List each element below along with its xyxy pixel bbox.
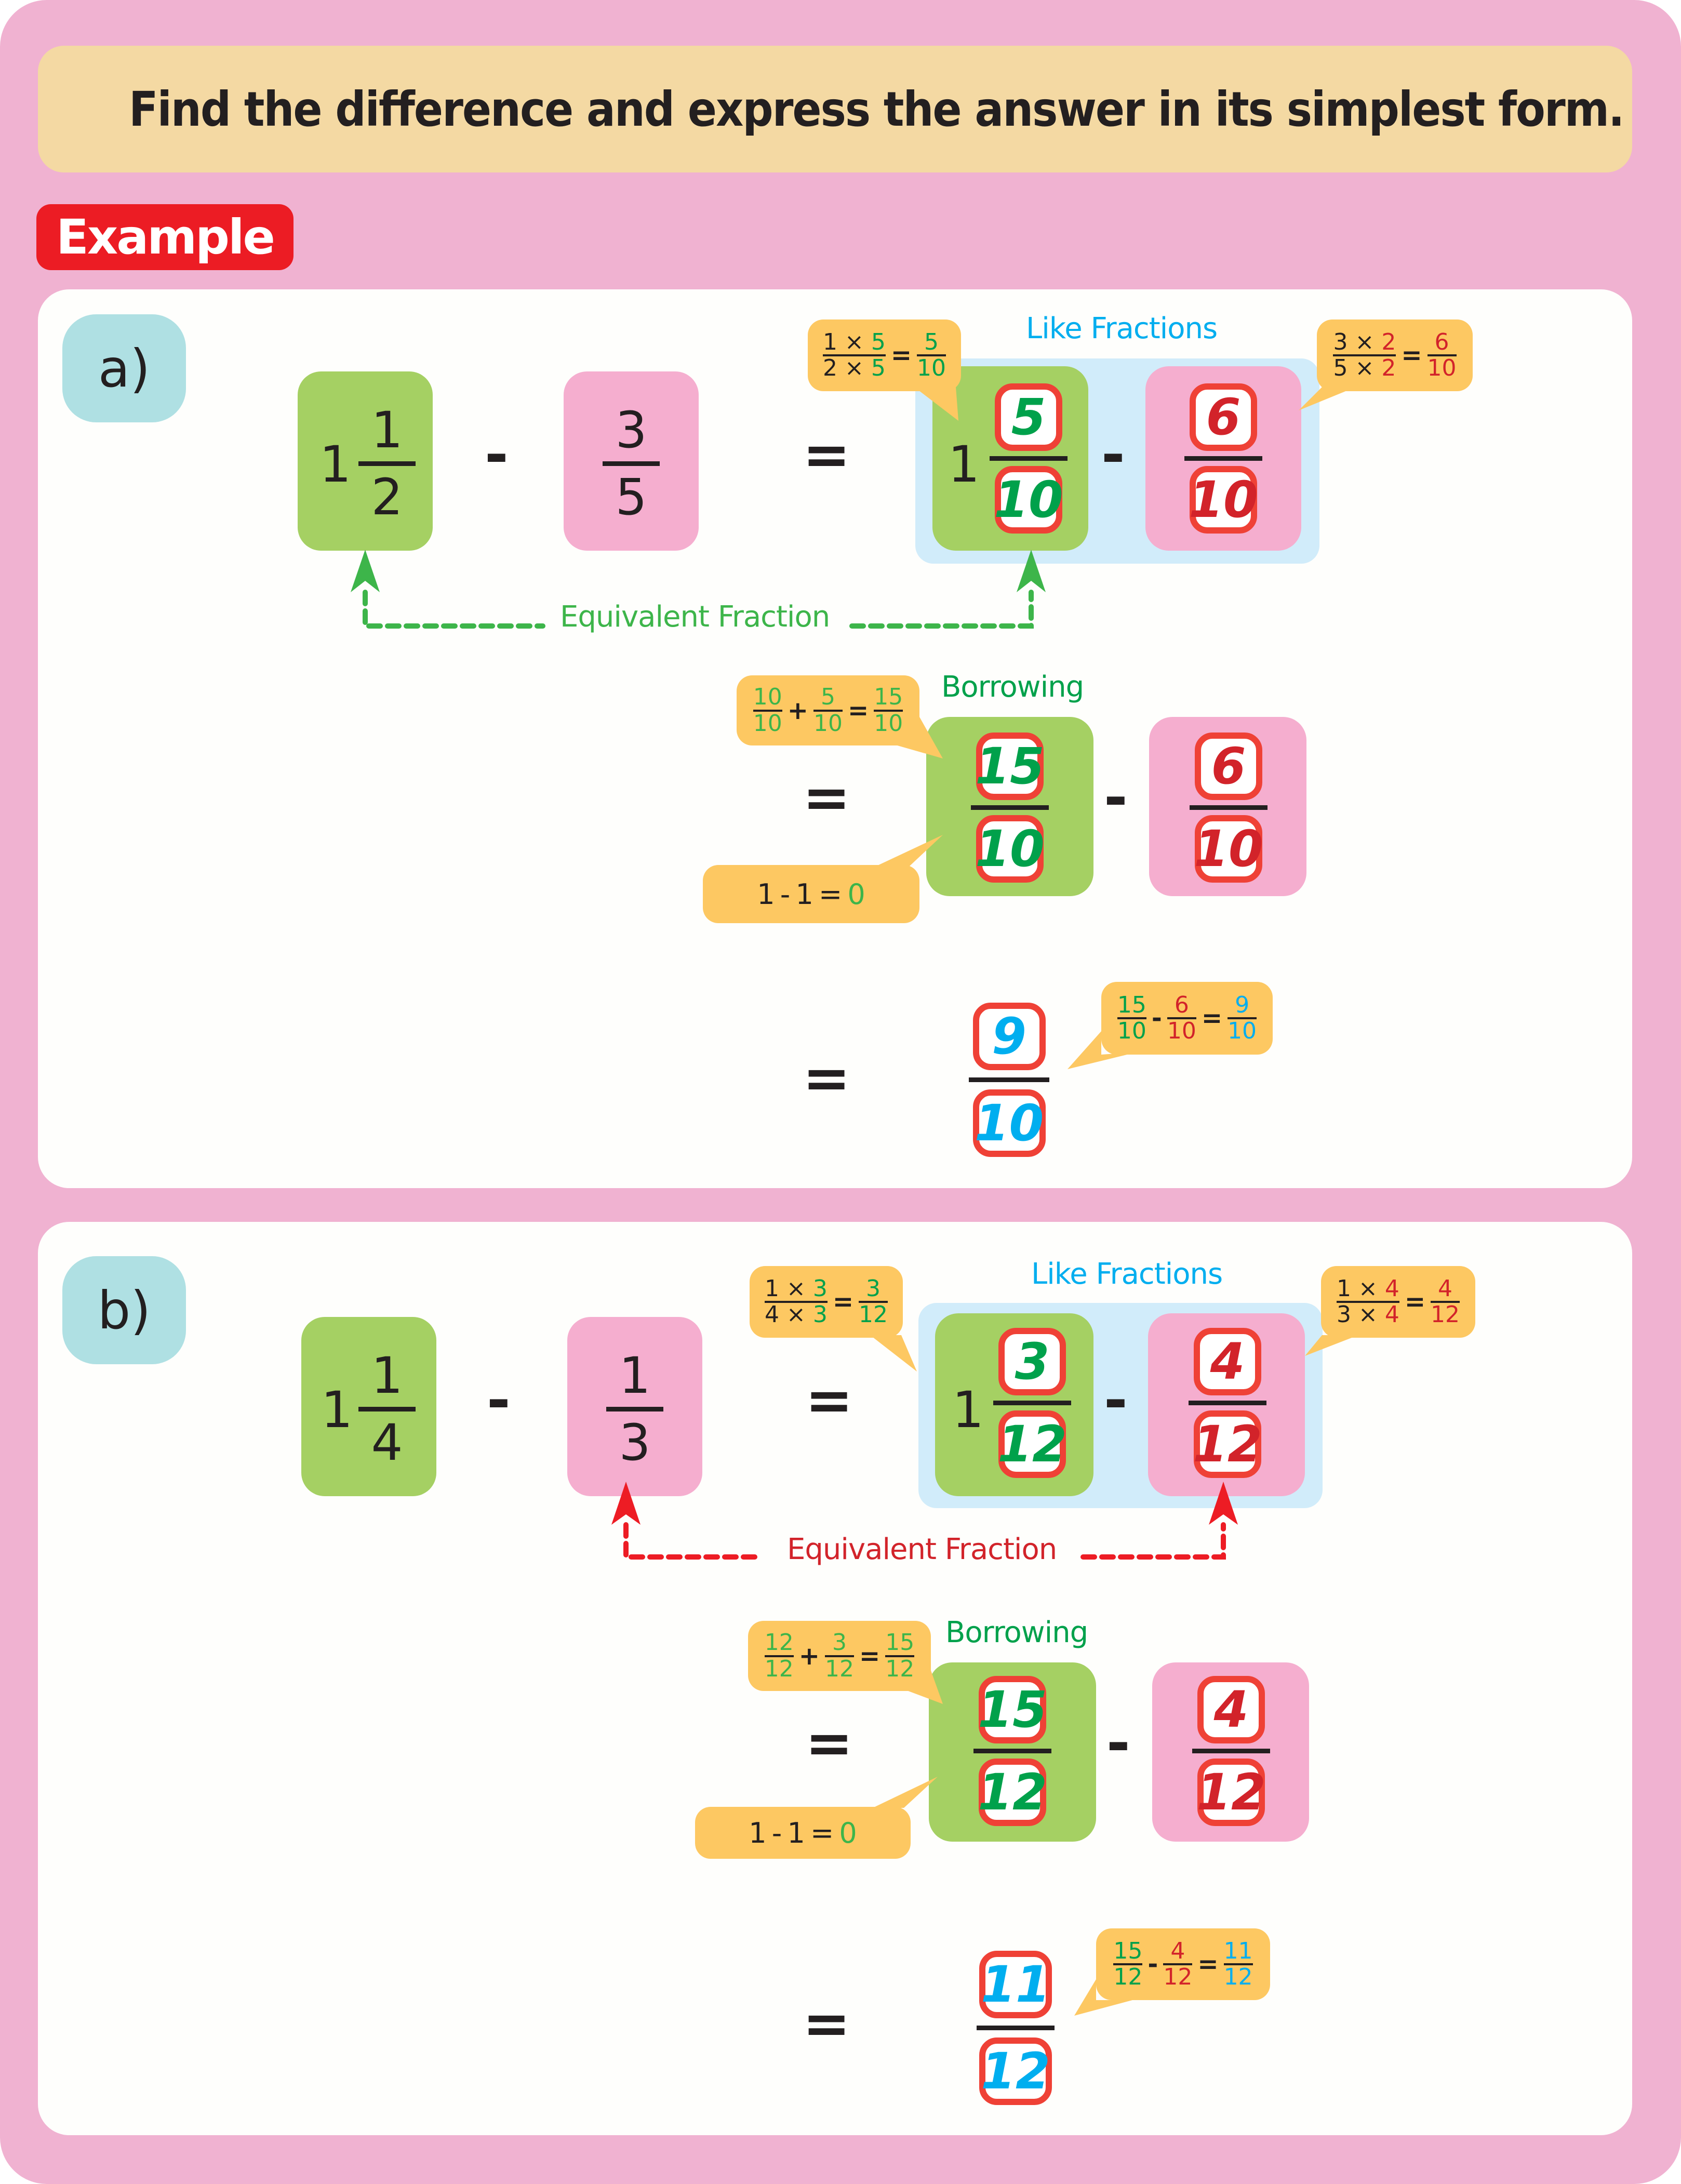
fraction-bar xyxy=(971,805,1049,810)
numerator-tile: 4 xyxy=(1194,1328,1261,1395)
problem-label-a: a) xyxy=(62,314,186,422)
numerator-tile: 6 xyxy=(1190,383,1257,451)
denominator-tile: 10 xyxy=(1189,466,1258,534)
subtrahend-numerator: 1 xyxy=(619,1347,651,1405)
equals-sign: = xyxy=(803,764,851,831)
denominator-tile: 10 xyxy=(1194,815,1263,883)
denominator-tile: 12 xyxy=(997,1410,1067,1478)
like-whole: 1 xyxy=(952,1381,984,1439)
denominator-tile: 10 xyxy=(994,466,1063,534)
borrow-left-fraction: 15 10 xyxy=(971,733,1049,883)
subtrahend-box xyxy=(564,371,699,551)
minuend-whole: 1 xyxy=(319,435,352,494)
minuend-fraction: 1 4 xyxy=(358,1351,416,1468)
minuend-denominator: 2 xyxy=(371,468,403,526)
numerator-tile: 3 xyxy=(998,1328,1066,1395)
minuend-numerator: 1 xyxy=(371,401,403,459)
equivalent-fraction-label: Equivalent Fraction xyxy=(560,600,830,634)
numerator-tile: 11 xyxy=(979,1951,1052,2018)
subtrahend-fraction: 3 5 xyxy=(603,405,660,522)
numerator-tile: 9 xyxy=(972,1003,1046,1070)
borrow-right-fraction: 4 12 xyxy=(1192,1676,1270,1826)
fraction-bar xyxy=(969,1077,1049,1082)
denominator-tile: 12 xyxy=(1193,1410,1262,1478)
fraction-bar xyxy=(973,1749,1051,1753)
numerator-tile: 5 xyxy=(995,383,1062,451)
subtrahend-numerator: 3 xyxy=(615,401,647,459)
like-right-fraction: 4 12 xyxy=(1189,1328,1266,1478)
borrowing-label: Borrowing xyxy=(945,1616,1088,1649)
fraction-bar xyxy=(603,461,660,466)
borrow-left-fraction: 15 12 xyxy=(973,1676,1051,1826)
fraction-bar xyxy=(1190,805,1268,810)
minuend-whole: 1 xyxy=(321,1381,353,1439)
subtrahend-denominator: 5 xyxy=(615,468,647,526)
minus-sign: - xyxy=(1106,1710,1130,1776)
like-fractions-label: Like Fractions xyxy=(1031,1257,1223,1291)
borrow-right-fraction: 6 10 xyxy=(1190,733,1268,883)
minuend-fraction: 1 2 xyxy=(358,405,416,522)
minus-sign: - xyxy=(1104,1367,1128,1433)
numerator-tile: 4 xyxy=(1197,1676,1265,1743)
result-fraction: 11 12 xyxy=(977,1951,1055,2105)
fraction-bar xyxy=(358,461,416,466)
example-badge: Example xyxy=(36,204,293,270)
subtrahend-fraction: 1 3 xyxy=(606,1351,663,1468)
equivalent-fraction-label: Equivalent Fraction xyxy=(787,1533,1057,1566)
fraction-bar xyxy=(358,1407,416,1411)
like-whole: 1 xyxy=(948,435,980,494)
fraction-bar xyxy=(1184,456,1262,461)
result-fraction: 9 10 xyxy=(969,1003,1049,1157)
minuend-box xyxy=(301,1317,436,1496)
fraction-bar xyxy=(1189,1401,1266,1405)
instruction-text: Find the difference and express the answ… xyxy=(129,81,1624,137)
numerator-tile: 15 xyxy=(975,733,1045,800)
fraction-bar xyxy=(606,1407,663,1411)
fraction-bar xyxy=(1192,1749,1270,1753)
equals-sign: = xyxy=(803,1990,851,2057)
equals-sign: = xyxy=(805,1710,853,1776)
numerator-tile: 15 xyxy=(978,1676,1047,1743)
denominator-tile: 12 xyxy=(979,2037,1052,2105)
denominator-tile: 10 xyxy=(972,1089,1046,1157)
minus-sign: - xyxy=(1101,421,1125,488)
fraction-bar xyxy=(990,456,1068,461)
like-right-fraction: 6 10 xyxy=(1184,383,1262,534)
equals-sign: = xyxy=(805,1367,853,1433)
equals-sign: = xyxy=(803,1045,851,1111)
problem-label-b: b) xyxy=(62,1256,186,1364)
minus-sign: - xyxy=(1104,764,1128,831)
minus-sign: - xyxy=(485,421,509,488)
like-left-fraction: 3 12 xyxy=(993,1328,1071,1478)
minuend-denominator: 4 xyxy=(371,1414,403,1472)
denominator-tile: 12 xyxy=(1196,1759,1266,1826)
borrowing-label: Borrowing xyxy=(941,670,1084,704)
minus-sign: - xyxy=(487,1367,511,1433)
denominator-tile: 12 xyxy=(978,1759,1047,1826)
whole-subtraction-bubble: 1 - 1 = 0 xyxy=(703,865,919,923)
whole-subtraction-bubble: 1 - 1 = 0 xyxy=(695,1807,911,1859)
fraction-bar xyxy=(977,2026,1055,2030)
instruction-banner: Find the difference and express the answ… xyxy=(38,46,1632,172)
numerator-tile: 6 xyxy=(1195,733,1262,800)
like-left-fraction: 5 10 xyxy=(990,383,1068,534)
denominator-tile: 10 xyxy=(975,815,1045,883)
subtrahend-box xyxy=(567,1317,702,1496)
minuend-box xyxy=(298,371,433,551)
like-fractions-label: Like Fractions xyxy=(1026,312,1218,345)
minuend-numerator: 1 xyxy=(371,1347,403,1405)
subtrahend-denominator: 3 xyxy=(619,1414,651,1472)
equals-sign: = xyxy=(803,421,851,488)
fraction-bar xyxy=(993,1401,1071,1405)
